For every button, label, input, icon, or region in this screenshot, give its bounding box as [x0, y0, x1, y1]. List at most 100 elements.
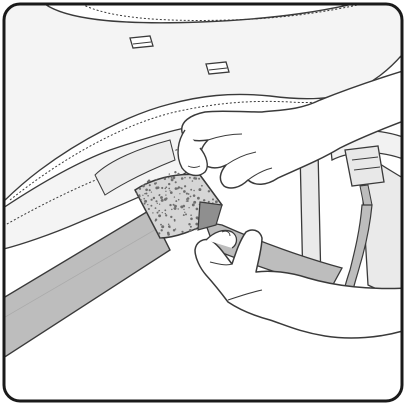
velcro-speck: [155, 200, 157, 202]
velcro-speck: [155, 207, 157, 209]
velcro-speck: [162, 212, 163, 213]
velcro-speck: [175, 187, 178, 190]
velcro-speck: [181, 231, 183, 233]
velcro-speck: [171, 177, 173, 179]
velcro-speck: [188, 193, 190, 195]
velcro-speck: [193, 201, 196, 204]
velcro-speck: [172, 176, 175, 179]
velcro-speck: [174, 205, 177, 208]
velcro-speck: [188, 223, 190, 225]
velcro-speck: [187, 197, 190, 200]
velcro-speck: [193, 190, 195, 192]
velcro-speck: [190, 218, 193, 221]
velcro-speck: [147, 204, 148, 205]
velcro-speck: [190, 196, 192, 198]
velcro-speck: [171, 209, 173, 211]
velcro-speck: [183, 190, 186, 193]
velcro-speck: [164, 178, 166, 180]
velcro-speck: [161, 225, 164, 228]
velcro-speck: [156, 179, 158, 181]
velcro-speck: [208, 190, 210, 192]
velcro-speck: [169, 204, 171, 206]
velcro-speck: [196, 208, 199, 211]
velcro-speck: [165, 213, 166, 214]
velcro-speck: [139, 188, 141, 190]
velcro-speck: [142, 185, 145, 188]
velcro-speck: [155, 186, 158, 189]
velcro-speck: [193, 204, 194, 205]
velcro-speck: [140, 199, 141, 200]
velcro-speck: [144, 203, 146, 205]
velcro-speck: [198, 178, 200, 180]
velcro-speck: [174, 196, 175, 197]
velcro-speck: [147, 195, 149, 197]
velcro-speck: [174, 171, 176, 173]
velcro-speck: [171, 178, 174, 181]
velcro-speck: [149, 184, 151, 186]
velcro-speck: [181, 177, 184, 180]
velcro-speck: [212, 198, 214, 200]
velcro-speck: [145, 192, 147, 194]
velcro-speck: [170, 191, 173, 194]
velcro-speck: [157, 212, 159, 214]
velcro-speck: [164, 209, 166, 211]
velcro-speck: [183, 214, 185, 216]
velcro-speck: [165, 194, 166, 195]
velcro-speck: [160, 224, 162, 226]
velcro-speck: [183, 205, 186, 208]
velcro-speck: [153, 197, 155, 199]
velcro-speck: [187, 200, 189, 202]
velcro-speck: [159, 204, 160, 205]
velcro-speck: [193, 194, 196, 197]
velcro-speck: [150, 205, 152, 207]
velcro-speck: [183, 209, 184, 210]
velcro-speck: [175, 228, 176, 229]
velcro-speck: [175, 181, 177, 183]
velcro-speck: [203, 199, 205, 201]
velcro-speck: [156, 182, 157, 183]
velcro-speck: [143, 198, 145, 200]
velcro-speck: [186, 193, 188, 195]
velcro-speck: [188, 207, 189, 208]
velcro-speck: [184, 177, 186, 179]
velcro-speck: [161, 199, 164, 202]
velcro-speck: [145, 189, 148, 192]
velcro-speck: [144, 183, 146, 185]
velcro-speck: [179, 193, 180, 194]
velcro-speck: [178, 199, 180, 201]
velcro-speck: [181, 187, 183, 189]
velcro-speck: [169, 173, 170, 174]
velcro-speck: [168, 183, 170, 185]
velcro-speck: [201, 185, 203, 187]
velcro-speck: [151, 199, 153, 201]
velcro-speck: [142, 195, 143, 196]
strap-slot-right: [206, 62, 229, 74]
velcro-speck: [148, 180, 150, 182]
velcro-speck: [160, 237, 161, 238]
velcro-speck: [174, 219, 176, 221]
velcro-speck: [192, 180, 194, 182]
velcro-speck: [195, 228, 197, 230]
velcro-speck: [144, 200, 147, 203]
velcro-speck: [189, 177, 191, 179]
velcro-speck: [167, 232, 170, 235]
velcro-speck: [157, 203, 158, 204]
velcro-speck: [165, 197, 167, 199]
velcro-speck: [158, 214, 161, 217]
velcro-speck: [177, 173, 179, 175]
velcro-speck: [151, 191, 152, 192]
velcro-speck: [165, 214, 167, 216]
velcro-speck: [160, 196, 163, 199]
velcro-speck: [184, 185, 186, 187]
velcro-speck: [136, 192, 138, 194]
strap-slot-left: [130, 36, 153, 48]
velcro-speck: [178, 208, 179, 209]
velcro-speck: [169, 190, 170, 191]
velcro-speck: [190, 214, 192, 216]
velcro-speck: [169, 227, 170, 228]
velcro-speck: [149, 189, 151, 191]
velcro-speck: [158, 194, 160, 196]
velcro-speck: [190, 226, 192, 228]
